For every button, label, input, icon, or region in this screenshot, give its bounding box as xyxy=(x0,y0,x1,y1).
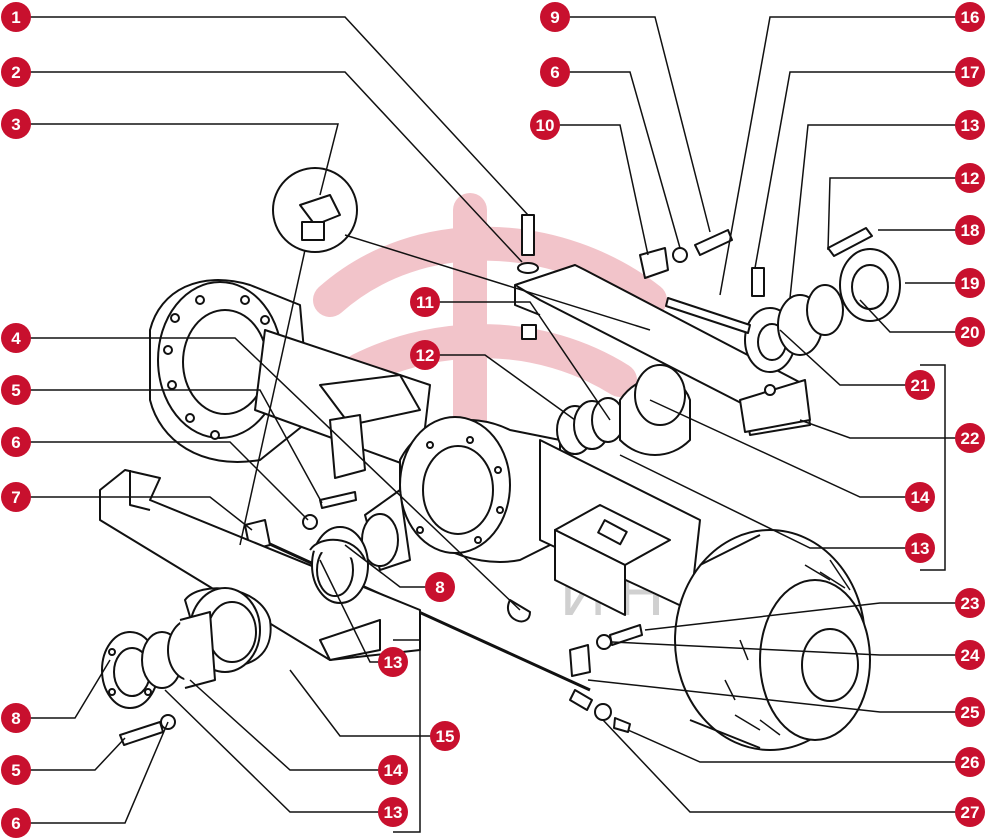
callout-2: 2 xyxy=(1,57,31,87)
rear-mount-bracket xyxy=(319,374,421,426)
svg-text:13: 13 xyxy=(384,653,403,672)
svg-text:13: 13 xyxy=(961,116,980,135)
elbow-fitting-detail xyxy=(272,167,358,253)
callout-24: 24 xyxy=(955,640,985,670)
svg-text:5: 5 xyxy=(11,381,20,400)
svg-text:25: 25 xyxy=(961,703,980,722)
front-seal-ring xyxy=(309,526,369,604)
svg-text:14: 14 xyxy=(384,761,403,780)
centre-trunnion xyxy=(556,364,691,456)
callout-26: 26 xyxy=(955,747,985,777)
callout-badges: 1 2 3 4 5 6 7 8 5 6 9 6 10 11 12 8 13 15… xyxy=(1,2,985,838)
svg-text:5: 5 xyxy=(11,761,20,780)
callout-4: 4 xyxy=(1,323,31,353)
callout-14-right: 14 xyxy=(905,482,935,512)
svg-text:14: 14 xyxy=(911,488,930,507)
callout-8-mid: 8 xyxy=(425,572,455,602)
differential-housing xyxy=(361,416,561,571)
svg-text:4: 4 xyxy=(11,329,21,348)
svg-text:27: 27 xyxy=(961,803,980,822)
svg-text:10: 10 xyxy=(536,116,555,135)
callout-5: 5 xyxy=(1,375,31,405)
callout-16: 16 xyxy=(955,2,985,32)
svg-text:9: 9 xyxy=(550,8,559,27)
svg-text:8: 8 xyxy=(435,578,444,597)
svg-text:16: 16 xyxy=(961,8,980,27)
svg-text:12: 12 xyxy=(416,346,435,365)
rear-cross-beam xyxy=(514,264,811,436)
callout-25: 25 xyxy=(955,697,985,727)
callout-7: 7 xyxy=(1,482,31,512)
callout-27: 27 xyxy=(955,797,985,827)
callout-15: 15 xyxy=(430,721,460,751)
svg-text:2: 2 xyxy=(11,63,20,82)
right-wheel-studs xyxy=(724,559,851,736)
callout-6-top: 6 xyxy=(540,57,570,87)
callout-14-bottom: 14 xyxy=(378,755,408,785)
callout-6: 6 xyxy=(1,427,31,457)
callout-1: 1 xyxy=(1,2,31,32)
svg-text:6: 6 xyxy=(11,433,20,452)
callout-13-bottom: 13 xyxy=(378,797,408,827)
svg-text:7: 7 xyxy=(11,488,20,507)
svg-text:3: 3 xyxy=(11,115,20,134)
svg-text:22: 22 xyxy=(961,429,980,448)
callout-22: 22 xyxy=(955,423,985,453)
svg-text:12: 12 xyxy=(961,169,980,188)
callout-12-right: 12 xyxy=(955,163,985,193)
callout-9: 9 xyxy=(540,2,570,32)
callout-13-right-lower: 13 xyxy=(905,533,935,563)
svg-text:18: 18 xyxy=(961,221,980,240)
callout-12-mid: 12 xyxy=(410,340,440,370)
callout-17: 17 xyxy=(955,57,985,87)
svg-text:11: 11 xyxy=(416,293,434,312)
callout-21: 21 xyxy=(905,370,935,400)
callout-10: 10 xyxy=(530,110,560,140)
callout-13-right: 13 xyxy=(955,110,985,140)
right-wheel-drum xyxy=(674,529,871,751)
right-trunnion-parts xyxy=(665,227,901,373)
svg-text:8: 8 xyxy=(11,709,20,728)
callout-20: 20 xyxy=(955,317,985,347)
svg-text:6: 6 xyxy=(11,814,20,833)
svg-text:24: 24 xyxy=(961,646,980,665)
callout-6-left: 6 xyxy=(1,808,31,838)
svg-text:1: 1 xyxy=(11,8,20,27)
svg-text:21: 21 xyxy=(911,376,930,395)
callout-11: 11 xyxy=(410,287,440,317)
callout-5-left: 5 xyxy=(1,755,31,785)
svg-text:6: 6 xyxy=(550,63,559,82)
svg-text:15: 15 xyxy=(436,727,455,746)
svg-text:13: 13 xyxy=(384,803,403,822)
callout-8-left: 8 xyxy=(1,703,31,733)
left-wheel-hub xyxy=(149,279,311,463)
callout-13-mid: 13 xyxy=(378,647,408,677)
callout-18: 18 xyxy=(955,215,985,245)
loose-hardware xyxy=(302,214,733,733)
svg-text:26: 26 xyxy=(961,753,980,772)
svg-text:23: 23 xyxy=(961,594,980,613)
callout-19: 19 xyxy=(955,268,985,298)
svg-text:20: 20 xyxy=(961,323,980,342)
svg-text:13: 13 xyxy=(911,539,930,558)
svg-text:19: 19 xyxy=(961,274,980,293)
left-trunnion-parts xyxy=(101,611,216,746)
callout-3: 3 xyxy=(1,109,31,139)
svg-text:17: 17 xyxy=(961,63,980,82)
callout-23: 23 xyxy=(955,588,985,618)
axle-drawing xyxy=(99,167,901,751)
